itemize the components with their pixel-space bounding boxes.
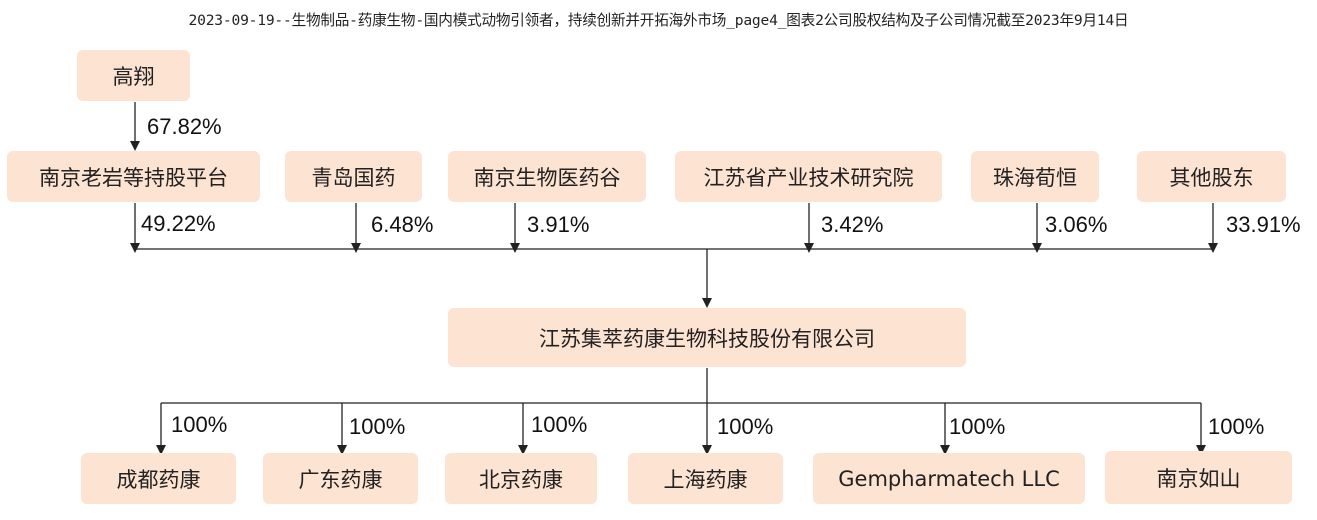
shareholder-share-4: 3.42% (821, 212, 884, 237)
subsidiary-box-1: 成都药康 (81, 453, 236, 504)
document-title: 2023-09-19--生物制品-药康生物-国内模式动物引领者，持续创新并开拓海… (188, 12, 1129, 29)
shareholder-share-5: 3.06% (1045, 212, 1108, 237)
shareholder-box-6: 其他股东 (1137, 151, 1286, 202)
shareholder-share-1: 49.22% (141, 211, 216, 236)
shareholder-share-2: 6.48% (371, 212, 434, 237)
top-holder-box: 高翔 (77, 50, 190, 101)
subsidiary-box-3: 北京药康 (445, 453, 597, 504)
subsidiary-share-6: 100% (1208, 414, 1265, 439)
subsidiary-share-2: 100% (349, 414, 406, 439)
subsidiary-box-6: 南京如山 (1105, 451, 1292, 504)
top-holder-share: 67.82% (147, 114, 222, 139)
shareholder-box-4: 江苏省产业技术研究院 (675, 151, 942, 202)
subsidiary-box-4: 上海药康 (628, 453, 783, 504)
company-box: 江苏集萃药康生物科技股份有限公司 (448, 308, 966, 367)
subsidiary-share-4: 100% (717, 414, 774, 439)
shareholder-box-3: 南京生物医药谷 (448, 151, 646, 202)
shareholder-share-3: 3.91% (527, 212, 590, 237)
subsidiary-box-5: Gempharmatech LLC (813, 453, 1085, 504)
subsidiary-share-5: 100% (949, 414, 1006, 439)
subsidiary-share-1: 100% (171, 412, 228, 437)
shareholder-box-5: 珠海荀恒 (971, 151, 1099, 202)
shareholder-box-1: 南京老岩等持股平台 (7, 151, 260, 202)
shareholder-box-2: 青岛国药 (285, 151, 422, 202)
subsidiary-share-3: 100% (531, 412, 588, 437)
shareholder-share-6: 33.91% (1226, 212, 1301, 237)
subsidiary-box-2: 广东药康 (263, 453, 418, 504)
